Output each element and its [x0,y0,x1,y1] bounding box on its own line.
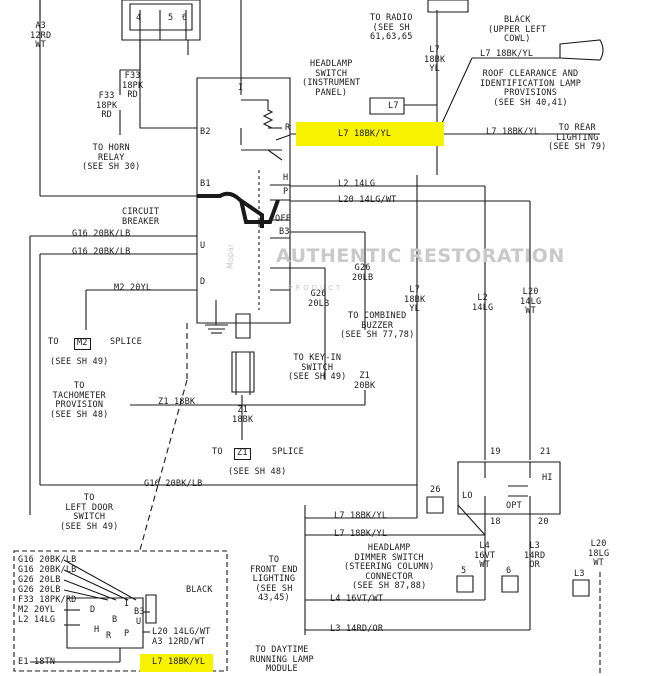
black-upper-left-cowl: BLACK (UPPER LEFT COWL) [488,15,547,44]
num-26: 26 [430,485,441,495]
lo-label: LO [462,491,473,501]
l7-rear-wire: L7 18BK/YL [486,127,540,137]
l20-lower: L20 18LG WT [588,539,610,568]
to-m2-splice-to: TO [48,337,59,347]
l7-lower-b: L7 18BK/YL [334,529,388,539]
pin-h: H [283,173,289,183]
g16-upper: G16 20BK/LB [72,229,131,239]
pin-p: P [283,187,289,197]
num-21: 21 [540,447,551,457]
to-combined-buzzer: TO COMBINED BUZZER (SEE SH 77,78) [340,311,415,340]
to-daytime: TO DAYTIME RUNNING LAMP MODULE [250,645,314,674]
pin-b2: B2 [200,127,211,137]
a3-wire-label: A3 12RD WT [30,21,52,50]
pin-u: U [200,241,206,251]
pin-d: D [200,277,206,287]
f33-upper-label: F33 18PK RD [122,71,144,100]
num-6: 6 [506,566,512,576]
g26-right: G26 20LB [352,263,374,283]
circuit-breaker-label: CIRCUIT BREAKER [122,207,160,227]
to-left-door: TO LEFT DOOR SWITCH (SEE SH 49) [60,493,119,532]
pin-b3: B3 [279,227,290,237]
hi-label: HI [542,473,553,483]
inset-u: U [136,617,142,627]
conn-pin-6: 6 [182,13,188,23]
inset-black: BLACK [186,585,213,595]
l7-cowl-wire: L7 18BK/YL [480,49,534,59]
to-z1-splice-to: TO [212,447,223,457]
l20-wire: L20 14LG/WT [338,195,397,205]
l7-badge: L7 [388,101,399,111]
inset-b3: B3 [134,607,145,617]
z1-splice: SPLICE [272,447,304,457]
inset-e1: E1 18TN [18,657,56,667]
inset-i: I [124,599,130,609]
conn-pin-5: 5 [168,13,174,23]
headlamp-switch-title: HEADLAMP SWITCH (INSTRUMENT PANEL) [302,59,361,98]
dimmer-switch-box [458,462,560,514]
to-rear-lighting: TO REAR LIGHTING (SEE SH 79) [548,123,607,152]
opt-label: OPT [506,501,522,511]
g16-middle: G16 20BK/LB [72,247,131,257]
l7-vertical-top: L7 18BK YL [424,45,446,74]
m2-badge: M2 [74,338,91,350]
num-18: 18 [490,517,501,527]
pin-b1: B1 [200,179,211,189]
to-key-in-switch: TO KEY-IN SWITCH (SEE SH 49) [288,353,347,382]
watermark-product: PRODUCT [288,284,344,292]
inset-r: R [106,631,112,641]
dimmer-switch-label: HEADLAMP DIMMER SWITCH (STEERING COLUMN)… [344,543,435,591]
inset-b: B [112,615,118,625]
l3-vertical: L3 14RD OR [524,541,546,570]
inset-a3: A3 12RD/WT [152,637,206,647]
m2-wire: M2 20YL [114,283,152,293]
l20-vertical: L20 14LG WT [520,287,542,316]
to-horn-relay: TO HORN RELAY (SEE SH 30) [82,143,141,172]
see-sh-49-a: (SEE SH 49) [50,357,109,367]
inset-h: H [94,625,100,635]
inset-box [14,551,227,671]
g26-vertical: G26 20LB [308,289,330,309]
inset-wire-list: G16 20BK/LB G16 20BK/LB G26 20LB G26 20L… [18,555,77,625]
pin-off: OFF [275,214,291,224]
inset-l20: L20 14LG/WT [152,627,211,637]
m2-splice: SPLICE [110,337,142,347]
num-20: 20 [538,517,549,527]
inset-d: D [90,605,96,615]
l2-wire: L2 14LG [338,179,376,189]
watermark: AUTHENTIC RESTORATION [276,245,565,267]
l7-main-highlight: L7 18BK/YL [296,122,444,146]
roof-clearance: ROOF CLEARANCE AND IDENTIFICATION LAMP P… [480,69,582,108]
l7-lower-a: L7 18BK/YL [334,511,388,521]
pin-r: R [285,123,291,133]
l4-wire: L4 16VT/WT [330,594,384,604]
l3-wire: L3 14RD/OR [330,624,384,634]
l7-vertical-mid: L7 18BK YL [404,285,426,314]
pin-i: I [238,83,244,93]
to-tachometer: TO TACHOMETER PROVISION (SEE SH 48) [50,381,109,420]
top-connector [122,0,200,40]
z1-vertical: Z1 18BK [232,405,254,425]
l4-vertical: L4 16VT WT [474,541,496,570]
z1-badge: Z1 [234,448,251,460]
to-radio: TO RADIO (SEE SH 61,63,65 [370,13,413,42]
z1-right: Z1 20BK [354,371,376,391]
to-front-end: TO FRONT END LIGHTING (SEE SH 43,45) [250,555,298,603]
inset-p: P [124,629,130,639]
num-5: 5 [461,566,467,576]
num-19: 19 [490,447,501,457]
watermark-mopar: Mopar [226,243,236,270]
num-l3: L3 [574,569,585,579]
inset-l7-highlight: L7 18BK/YL [140,654,214,672]
g16-lower: G16 20BK/LB [144,479,203,489]
f33-lower-label: F33 18PK RD [96,91,118,120]
l2-vertical: L2 14LG [472,293,494,313]
see-sh-48: (SEE SH 48) [228,467,287,477]
conn-pin-4: 4 [136,13,142,23]
z1-wire: Z1 18BK [158,397,196,407]
